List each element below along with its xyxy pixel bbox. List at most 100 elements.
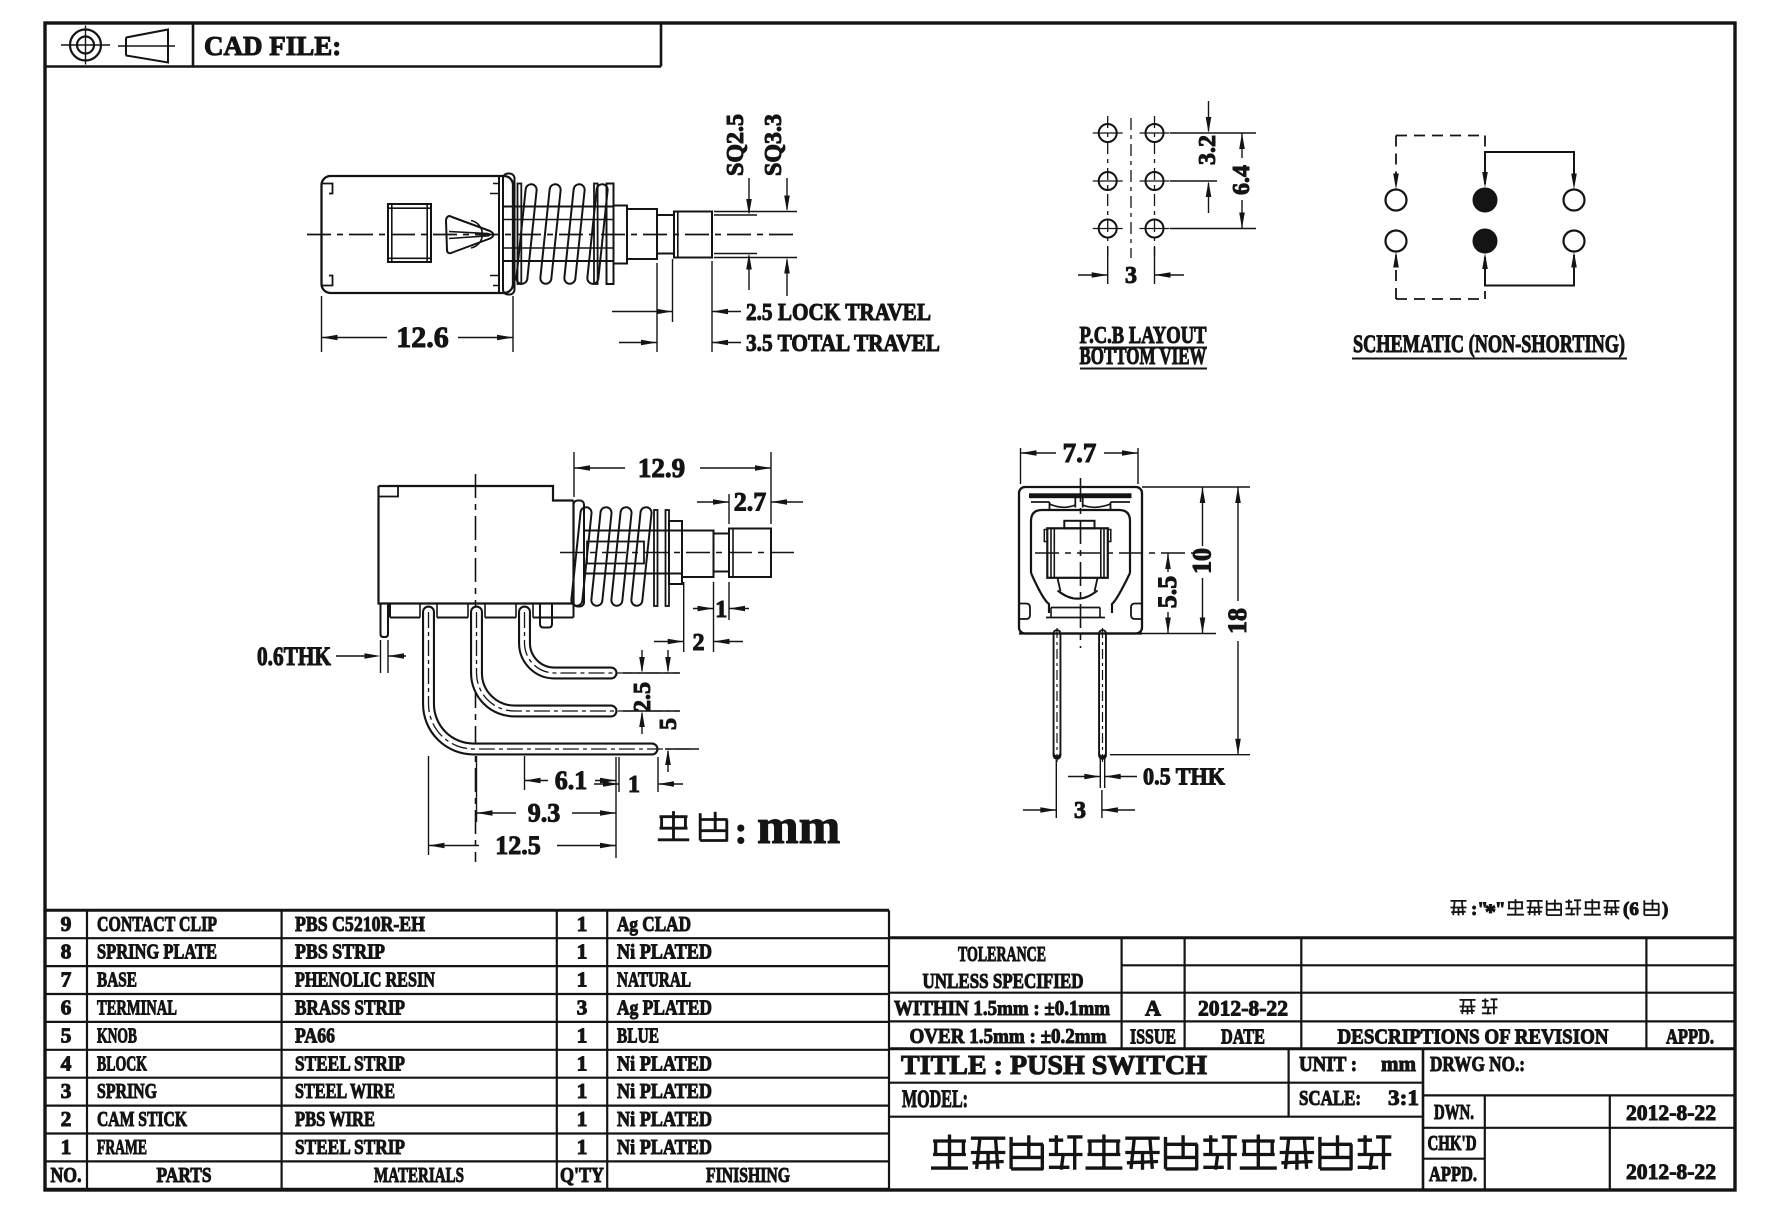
svg-text:2012-8-22: 2012-8-22 <box>1626 1100 1716 1125</box>
svg-text:WITHIN 1.5mm : ±0.1mm: WITHIN 1.5mm : ±0.1mm <box>894 996 1110 1020</box>
svg-text:MODEL:: MODEL: <box>902 1086 968 1113</box>
svg-text:ISSUE: ISSUE <box>1130 1025 1176 1049</box>
svg-text:1: 1 <box>628 772 640 798</box>
svg-text:NO.: NO. <box>51 1163 82 1187</box>
svg-text:PHENOLIC RESIN: PHENOLIC RESIN <box>295 968 435 992</box>
svg-text:1: 1 <box>577 1079 588 1103</box>
svg-text:CONTACT CLIP: CONTACT CLIP <box>97 912 217 936</box>
svg-text:Ni PLATED: Ni PLATED <box>617 1051 712 1075</box>
svg-text:5: 5 <box>61 1023 72 1047</box>
svg-text:12.5: 12.5 <box>495 831 541 860</box>
svg-text:10: 10 <box>1188 548 1217 574</box>
svg-text:PA66: PA66 <box>295 1023 335 1047</box>
svg-text:BOTTOM VIEW: BOTTOM VIEW <box>1080 344 1207 370</box>
svg-text:BRASS STRIP: BRASS STRIP <box>295 996 405 1020</box>
svg-text:2: 2 <box>61 1107 72 1131</box>
svg-text:DWN.: DWN. <box>1434 1100 1474 1124</box>
svg-text:3: 3 <box>1125 263 1137 289</box>
svg-text:UNLESS SPECIFIED: UNLESS SPECIFIED <box>923 969 1084 993</box>
svg-text:PARTS: PARTS <box>157 1163 212 1187</box>
svg-text:1: 1 <box>577 968 588 992</box>
svg-text:PBS STRIP: PBS STRIP <box>295 940 385 964</box>
svg-text:1: 1 <box>577 912 588 936</box>
svg-text:6.1: 6.1 <box>555 766 588 795</box>
svg-text:TOLERANCE: TOLERANCE <box>958 942 1046 966</box>
svg-text:1: 1 <box>577 1051 588 1075</box>
svg-text:BLOCK: BLOCK <box>97 1051 147 1075</box>
svg-text:BLUE: BLUE <box>617 1023 659 1047</box>
svg-text:5: 5 <box>656 718 682 730</box>
svg-text:3.2: 3.2 <box>1195 135 1221 165</box>
svg-text:STEEL STRIP: STEEL STRIP <box>295 1051 405 1075</box>
svg-text:PBS C5210R-EH: PBS C5210R-EH <box>295 912 425 936</box>
svg-text:mm: mm <box>1381 1051 1416 1076</box>
svg-text:2.5 LOCK TRAVEL: 2.5 LOCK TRAVEL <box>746 300 931 326</box>
svg-text:0.5 THK: 0.5 THK <box>1143 765 1225 791</box>
svg-text:1: 1 <box>61 1135 72 1159</box>
svg-text:3: 3 <box>61 1079 72 1103</box>
svg-text:2.5: 2.5 <box>630 682 656 712</box>
svg-text:1: 1 <box>577 1023 588 1047</box>
svg-text:2.7: 2.7 <box>734 488 767 517</box>
svg-text:STEEL WIRE: STEEL WIRE <box>295 1079 395 1103</box>
svg-text:CAM STICK: CAM STICK <box>97 1107 187 1131</box>
svg-text:3: 3 <box>1074 798 1086 824</box>
svg-text:NATURAL: NATURAL <box>617 968 691 992</box>
svg-text:SQ3.3: SQ3.3 <box>761 114 787 176</box>
svg-text:PBS WIRE: PBS WIRE <box>295 1107 375 1131</box>
svg-text:1: 1 <box>577 1135 588 1159</box>
svg-text:P.C.B LAYOUT: P.C.B LAYOUT <box>1080 323 1207 349</box>
svg-text:DATE: DATE <box>1221 1025 1265 1049</box>
svg-text:mm: mm <box>757 798 840 854</box>
svg-text:6: 6 <box>61 996 72 1020</box>
svg-text:SPRING: SPRING <box>97 1079 157 1103</box>
svg-text:Ag CLAD: Ag CLAD <box>617 912 691 936</box>
svg-text:OVER 1.5mm : ±0.2mm: OVER 1.5mm : ±0.2mm <box>910 1024 1107 1048</box>
svg-text:18: 18 <box>1223 608 1252 634</box>
svg-text:Ni PLATED: Ni PLATED <box>617 940 712 964</box>
svg-text:CHK'D: CHK'D <box>1428 1131 1477 1155</box>
svg-text:3.5 TOTAL TRAVEL: 3.5 TOTAL TRAVEL <box>746 331 940 357</box>
svg-text:SCHEMATIC (NON-SHORTING): SCHEMATIC (NON-SHORTING) <box>1353 331 1625 358</box>
svg-text:2: 2 <box>693 630 705 656</box>
svg-text::: : <box>735 810 748 852</box>
svg-text:3: 3 <box>577 996 588 1020</box>
svg-text:BASE: BASE <box>97 968 137 992</box>
svg-text:3:1: 3:1 <box>1388 1085 1419 1110</box>
svg-text:*: * <box>1485 899 1496 924</box>
svg-text:DRWG NO.:: DRWG NO.: <box>1430 1052 1525 1076</box>
svg-text:12.9: 12.9 <box>638 453 685 483</box>
svg-text:0.6THK: 0.6THK <box>257 642 332 671</box>
svg-text:TERMINAL: TERMINAL <box>97 996 177 1020</box>
svg-text:7.7: 7.7 <box>1063 438 1097 468</box>
svg-text::": :" <box>1471 899 1488 920</box>
svg-text:MATERIALS: MATERIALS <box>374 1163 464 1187</box>
svg-text:9.3: 9.3 <box>528 799 561 828</box>
svg-text:FRAME: FRAME <box>97 1135 147 1159</box>
svg-text:STEEL STRIP: STEEL STRIP <box>295 1135 405 1159</box>
svg-text:Q'TY: Q'TY <box>560 1163 604 1187</box>
svg-text:SPRING PLATE: SPRING PLATE <box>97 940 217 964</box>
svg-text:2012-8-22: 2012-8-22 <box>1626 1159 1716 1184</box>
svg-text:Ni PLATED: Ni PLATED <box>617 1079 712 1103</box>
svg-text:1: 1 <box>577 1107 588 1131</box>
svg-text:1: 1 <box>577 940 588 964</box>
svg-text:4: 4 <box>61 1051 72 1075</box>
svg-text:): ) <box>1662 899 1668 920</box>
svg-text:2012-8-22: 2012-8-22 <box>1198 996 1288 1021</box>
svg-text:8: 8 <box>61 940 72 964</box>
svg-text:5.5: 5.5 <box>1153 576 1182 609</box>
svg-text:Ag PLATED: Ag PLATED <box>617 996 712 1020</box>
svg-text:Ni PLATED: Ni PLATED <box>617 1107 712 1131</box>
svg-text:KNOB: KNOB <box>97 1023 137 1047</box>
svg-text:CAD FILE:: CAD FILE: <box>204 31 341 61</box>
svg-text:FINISHING: FINISHING <box>706 1163 790 1187</box>
svg-text:APPD.: APPD. <box>1666 1025 1714 1049</box>
svg-text:(6: (6 <box>1623 899 1639 920</box>
svg-text:A: A <box>1145 996 1161 1021</box>
svg-text:TITLE : PUSH SWITCH: TITLE : PUSH SWITCH <box>901 1050 1207 1080</box>
svg-text:SQ2.5: SQ2.5 <box>723 114 749 176</box>
svg-text:UNIT :: UNIT : <box>1299 1052 1357 1076</box>
svg-text:6.4: 6.4 <box>1229 165 1255 195</box>
svg-text:SCALE:: SCALE: <box>1299 1086 1361 1110</box>
